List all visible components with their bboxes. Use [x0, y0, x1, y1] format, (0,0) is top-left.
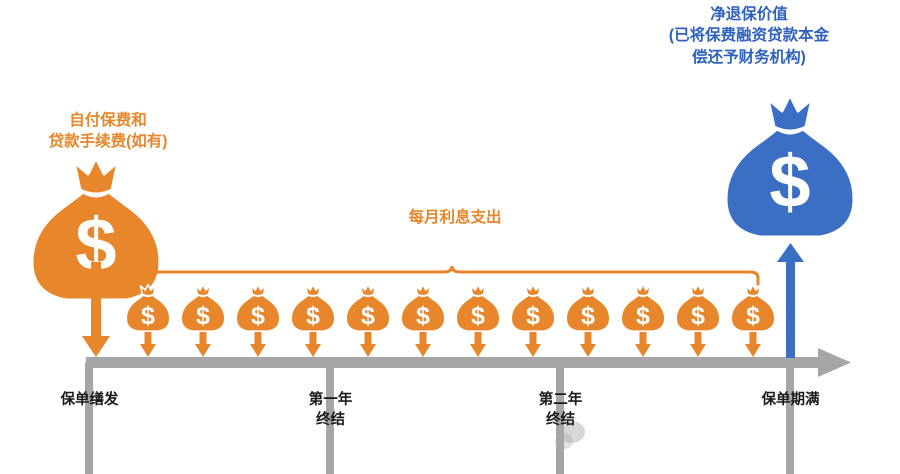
timeline-label-policy-maturity: 保单期满: [761, 392, 820, 408]
money-bag-small-orange-icon: [235, 283, 281, 357]
interest-bag-group: [125, 283, 776, 357]
money-bag-small-orange-icon: [510, 283, 556, 357]
money-bag-small-orange-icon: [180, 283, 226, 357]
label-monthly-interest-expense: 每月利息支出: [408, 209, 502, 226]
money-bag-small-orange-icon: [565, 283, 611, 357]
curly-brace-icon: [146, 265, 760, 286]
money-bag-small-orange-icon: [455, 283, 501, 357]
label-net-surrender-value: 净退保价值 (已将保费融资贷款本金 偿还予财务机构): [668, 6, 830, 66]
money-bag-small-orange-icon: [125, 283, 171, 357]
timeline-label-policy-issue: 保单缮发: [60, 392, 119, 408]
label-self-paid-premium: 自付保费和 贷款手续费(如有): [48, 112, 168, 151]
money-bag-small-orange-icon: [730, 283, 776, 357]
timeline-axis: [85, 348, 851, 474]
timeline-label-year-1-end: 第一年 终结: [308, 392, 353, 428]
money-bag-small-orange-icon: [345, 283, 391, 357]
money-bag-small-orange-icon: [675, 283, 721, 357]
money-bag-small-orange-icon: [400, 283, 446, 357]
timeline-label-year-2-end: 第二年 终结: [538, 392, 583, 428]
timeline-tick-marks: [85, 362, 794, 474]
arrow-down-icon-premium: [82, 262, 110, 357]
arrow-up-icon-surrender: [777, 243, 804, 358]
money-bag-small-orange-icon: [620, 283, 666, 357]
money-bag-blue-icon: [724, 93, 856, 239]
money-bag-small-orange-icon: [290, 283, 336, 357]
